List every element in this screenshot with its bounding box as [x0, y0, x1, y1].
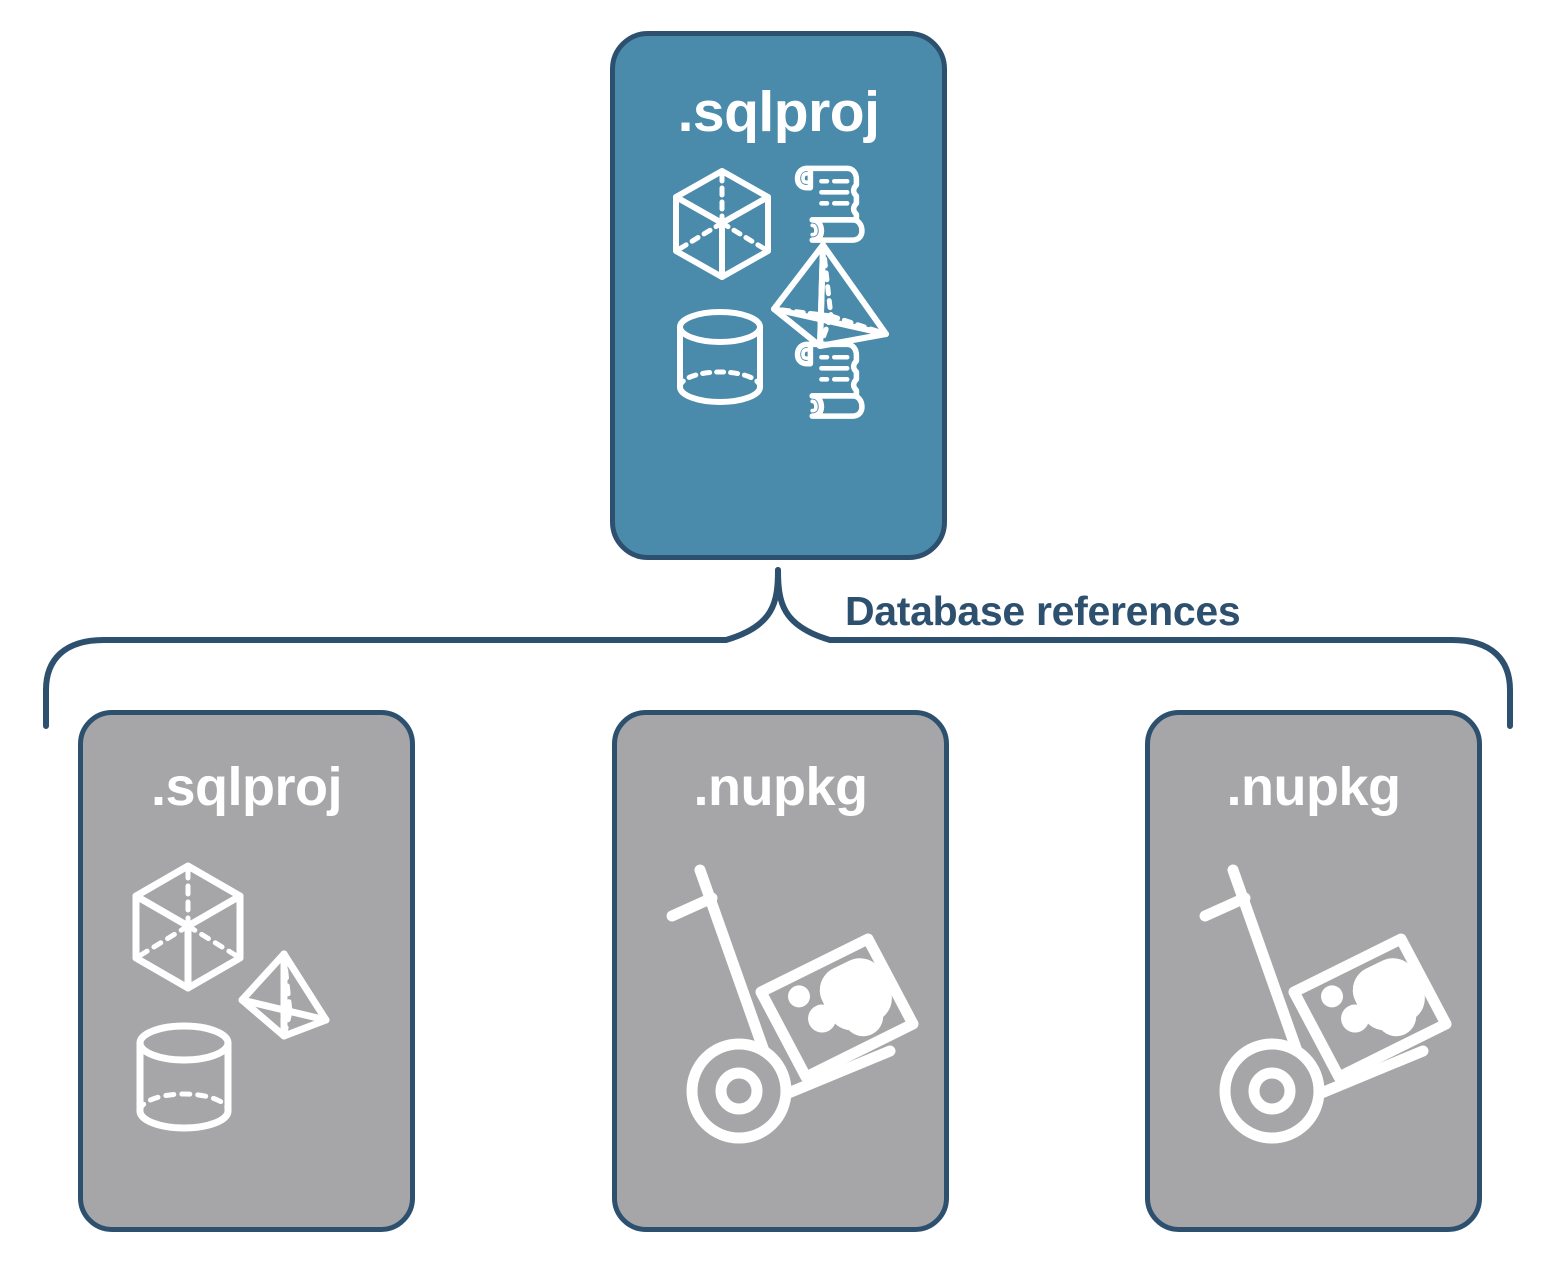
connector-label: Database references: [845, 588, 1241, 634]
child-node-label: .nupkg: [1226, 757, 1401, 817]
root-art-svg: [672, 165, 889, 419]
child-node-icon-group: [1169, 844, 1459, 1144]
nuget-package-dolly-icon: [666, 864, 918, 1144]
nuget-package-dolly-icon: [1199, 864, 1451, 1144]
child-node-icon-group: [102, 844, 392, 1144]
cylinder-icon: [136, 1022, 231, 1132]
sqlproj-art-svg: [132, 862, 329, 1132]
child-node-nupkg-2[interactable]: .nupkg: [1145, 710, 1482, 1232]
child-node-sqlproj[interactable]: .sqlproj: [78, 710, 415, 1232]
brace-left-arm: [43, 567, 781, 729]
cube-icon: [672, 168, 771, 280]
root-node-icon-group: [664, 155, 894, 425]
child-node-icon-group: [636, 844, 926, 1144]
cube-icon: [132, 862, 243, 992]
root-node-sqlproj[interactable]: .sqlproj: [610, 31, 947, 560]
root-node-label: .sqlproj: [677, 80, 880, 144]
nupkg-art-svg: [666, 864, 918, 1144]
child-node-label: .sqlproj: [150, 757, 343, 817]
nuget-logo-icon: [1320, 958, 1425, 1037]
pyramid-icon: [238, 950, 329, 1040]
nupkg-art-svg: [1199, 864, 1451, 1144]
cylinder-icon: [676, 309, 763, 405]
script-scroll-icon: [794, 341, 865, 419]
child-node-label: .nupkg: [693, 757, 868, 817]
child-node-nupkg-1[interactable]: .nupkg: [612, 710, 949, 1232]
script-scroll-icon: [794, 165, 865, 243]
pyramid-icon: [770, 242, 889, 349]
nuget-logo-icon: [787, 958, 892, 1037]
